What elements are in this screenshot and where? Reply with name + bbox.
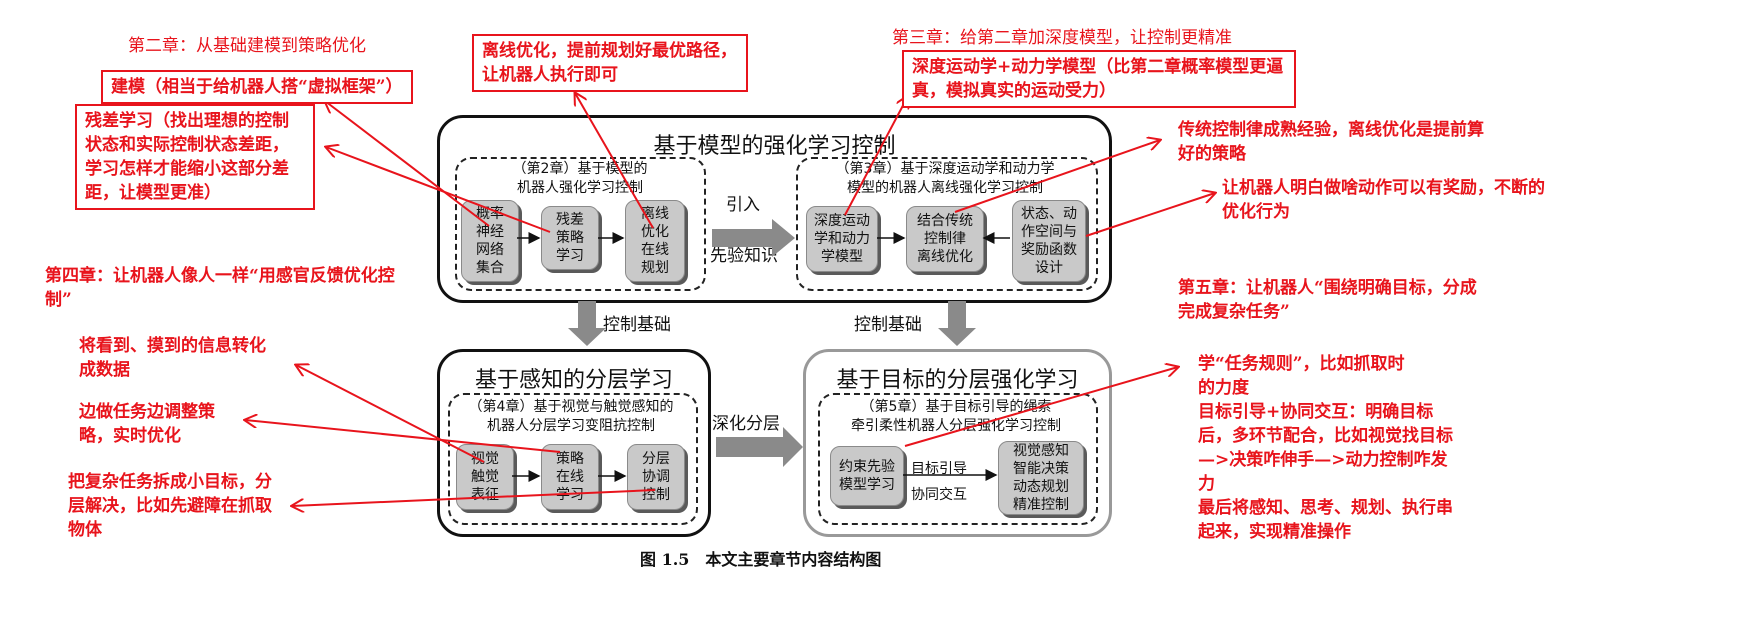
chapter3-title: （第3章）基于深度运动学和动力学 模型的机器人离线强化学习控制 — [835, 161, 1055, 196]
chapter5-title: （第5章）基于目标引导的绳索 牵引柔性机器人分层强化学习控制 — [851, 399, 1061, 434]
prior-knowledge-label: 先验知识 — [710, 246, 778, 266]
node-online-policy-learning: 策略 在线 学习 — [541, 444, 599, 510]
ch4-data-note: 将看到、摸到的信息转化成数据 — [79, 336, 266, 380]
control-basis-right-label: 控制基础 — [854, 315, 922, 335]
goal-guidance-label: 目标引导 — [911, 461, 967, 477]
node-visual-tactile-representation: 视觉 触觉 表征 — [456, 444, 514, 510]
cooperative-interaction-label: 协同交互 — [911, 487, 967, 503]
panel-title: 基于感知的分层学习 — [474, 368, 673, 393]
node-vision-decision-planning-control: 视觉感知 智能决策 动态规划 精准控制 — [998, 441, 1084, 515]
intro-label: 引入 — [726, 195, 760, 215]
block-arrows — [568, 219, 976, 467]
ch4-split-note: 把复杂任务拆成小目标，分层解决，比如先避障在抓取物体 — [68, 472, 272, 540]
ch2-offline-note: 离线优化，提前规划好最优路径，让机器人执行即可 — [472, 34, 748, 92]
chapter4-box — [448, 393, 698, 525]
figure-caption: 图 1.5 本文主要章节内容结构图 — [640, 550, 882, 569]
ch2-residual-note: 残差学习（找出理想的控制状态和实际控制状态差距，学习怎样才能缩小这部分差距，让模… — [75, 104, 315, 210]
node-deep-kinematics-dynamics-model: 深度运动 学和动力 学模型 — [806, 206, 878, 272]
ch5-heading-note: 第五章：让机器人“围绕明确目标，分成完成复杂任务” — [1178, 278, 1477, 322]
chapter2-box — [455, 157, 706, 291]
ch3-model-note: 深度运动学+动力学模型（比第二章概率模型更逼真，模拟真实的运动受力） — [902, 50, 1296, 108]
ch2-heading-note: 第二章：从基础建模到策略优化 — [128, 36, 366, 56]
panel-title: 基于目标的分层强化学习 — [836, 368, 1079, 393]
node-constraint-prior-model-learning: 约束先验 模型学习 — [830, 446, 904, 506]
ch5-goal-note: 目标引导+协同交互：明确目标后，多环节配合，比如视觉找目标—>决策咋伸手—>动力… — [1198, 402, 1453, 494]
internal-flow-arrows — [512, 232, 1010, 482]
node-probabilistic-nn-ensemble: 概率 神经 网络 集合 — [461, 200, 519, 282]
annotation-arrows — [245, 93, 1215, 506]
control-basis-left-label: 控制基础 — [603, 315, 671, 335]
ch5-finally-note: 最后将感知、思考、规划、执行串起来，实现精准操作 — [1198, 498, 1453, 542]
node-residual-policy-learning: 残差 策略 学习 — [541, 206, 599, 270]
node-state-action-reward-design: 状态、动 作空间与 奖励函数 设计 — [1012, 200, 1086, 282]
ch4-heading-note: 第四章：让机器人像人一样“用感官反馈优化控制” — [45, 266, 395, 310]
chapter4-title: （第4章）基于视觉与触觉感知的 机器人分层学习变阻抗控制 — [468, 399, 674, 434]
ch4-adjust-note: 边做任务边调整策略，实时优化 — [79, 402, 215, 446]
chapter3-box — [796, 157, 1098, 291]
ch3-reward-note: 让机器人明白做啥动作可以有奖励，不断的优化行为 — [1222, 178, 1545, 222]
deepen-hierarchy-label: 深化分层 — [712, 414, 780, 434]
panel-title: 基于模型的强化学习控制 — [653, 134, 896, 159]
ch3-heading-note: 第三章：给第二章加深度模型，让控制更精准 — [892, 28, 1232, 48]
chapter2-title: （第2章）基于模型的 机器人强化学习控制 — [512, 161, 648, 196]
ch3-traditional-note: 传统控制律成熟经验，离线优化是提前算好的策略 — [1178, 120, 1484, 164]
chapter5-box — [818, 393, 1098, 525]
ch2-model-note: 建模（相当于给机器人搭“虚拟框架”） — [101, 70, 413, 104]
ch5-rules-note: 学“任务规则”，比如抓取时的力度 — [1198, 354, 1405, 398]
